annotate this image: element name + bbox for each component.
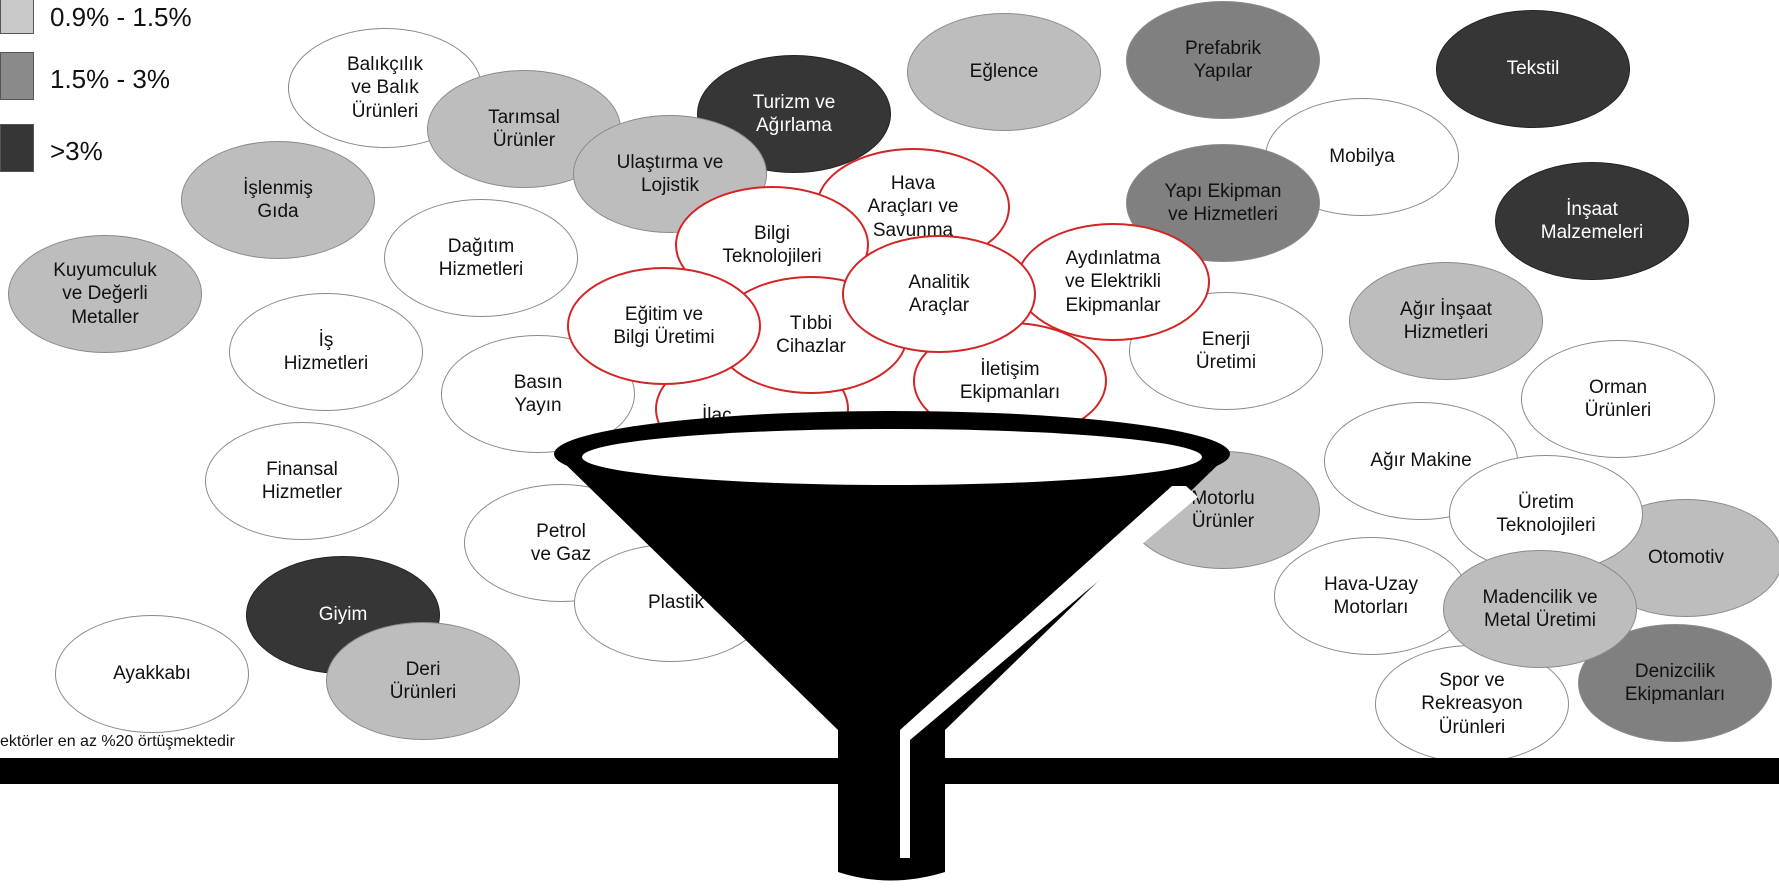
legend-swatch-mid bbox=[0, 52, 34, 100]
funnel-cone bbox=[556, 455, 1228, 881]
bubble-analitik-araclar: Analitik Araçlar bbox=[842, 235, 1036, 353]
bubble-egitim: Eğitim ve Bilgi Üretimi bbox=[567, 267, 761, 385]
bubble-insaat-malzemeleri: İnşaat Malzemeleri bbox=[1495, 162, 1689, 280]
legend-swatch-low bbox=[0, 0, 34, 34]
bubble-prefabrik: Prefabrik Yapılar bbox=[1126, 1, 1320, 119]
bubble-agir-insaat: Ağır İnşaat Hizmetleri bbox=[1349, 262, 1543, 380]
bubble-spor-rekreasyon: Spor ve Rekreasyon Ürünleri bbox=[1375, 645, 1569, 763]
bubble-deri-urunleri: Deri Ürünleri bbox=[326, 622, 520, 740]
legend-label-mid: 1.5% - 3% bbox=[50, 64, 170, 94]
bubble-ayakkabi: Ayakkabı bbox=[55, 615, 249, 733]
legend-label-high: >3% bbox=[50, 136, 103, 166]
bubble-yapi-ekipman: Yapı Ekipman ve Hizmetleri bbox=[1126, 144, 1320, 262]
bubble-denizcilik: Denizcilik Ekipmanları bbox=[1578, 624, 1772, 742]
bubble-madencilik: Madencilik ve Metal Üretimi bbox=[1443, 550, 1637, 668]
bubble-eglence: Eğlence bbox=[907, 13, 1101, 131]
bubble-kuyumculuk: Kuyumculuk ve Değerli Metaller bbox=[8, 235, 202, 353]
legend-label-low: 0.9% - 1.5% bbox=[50, 2, 192, 32]
bubble-dagitim: Dağıtım Hizmetleri bbox=[384, 199, 578, 317]
bubble-petrol-gaz: Petrol ve Gaz bbox=[464, 484, 658, 602]
bubble-islenmis-gida: İşlenmiş Gıda bbox=[181, 141, 375, 259]
legend-swatch-high bbox=[0, 124, 34, 172]
bubble-hava-uzay-motorlari: Hava-Uzay Motorları bbox=[1274, 537, 1468, 655]
bubble-agir-makine: Ağır Makine bbox=[1324, 402, 1518, 520]
bubble-orman-urunleri: Orman Ürünleri bbox=[1521, 340, 1715, 458]
footnote: ektörler en az %20 örtüşmektedir bbox=[0, 733, 235, 750]
bubble-aydinlatma: Aydınlatma ve Elektrikli Ekipmanlar bbox=[1016, 223, 1210, 341]
funnel-opening bbox=[582, 429, 1202, 485]
bubble-is-hizmetleri: İş Hizmetleri bbox=[229, 293, 423, 411]
bubble-tekstil: Tekstil bbox=[1436, 10, 1630, 128]
bubble-finansal: Finansal Hizmetler bbox=[205, 422, 399, 540]
